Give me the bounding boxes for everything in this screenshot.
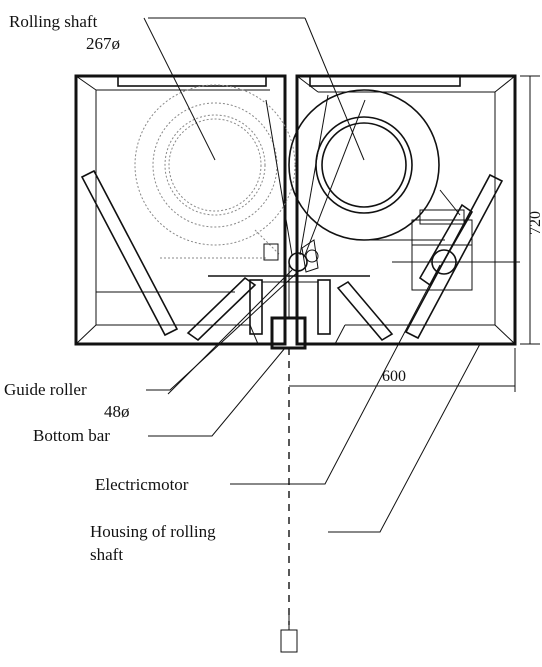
housing-label-line1: Housing of rolling [90, 522, 216, 541]
dimension-720: 720 [520, 75, 542, 345]
leader-lines [143, 17, 481, 533]
electric-motor-label: Electricmotor [95, 475, 189, 494]
center-line [280, 348, 298, 653]
right-housing [288, 74, 520, 346]
center-assembly [208, 94, 370, 350]
labels: Rolling shaft 267ø Guide roller 48ø Bott… [4, 12, 216, 564]
bottom-bar-label: Bottom bar [33, 426, 110, 445]
guide-roller-label: Guide roller [4, 380, 87, 399]
width-dimension: 600 [382, 368, 406, 385]
height-dimension: 720 [527, 211, 542, 235]
guide-roller-dimension: 48ø [104, 402, 130, 421]
rolling-shaft-label: Rolling shaft [9, 12, 98, 31]
rolling-shaft-dimension: 267ø [86, 34, 120, 53]
dimension-600: 600 [289, 348, 516, 392]
housing-label-line2: shaft [90, 545, 123, 564]
